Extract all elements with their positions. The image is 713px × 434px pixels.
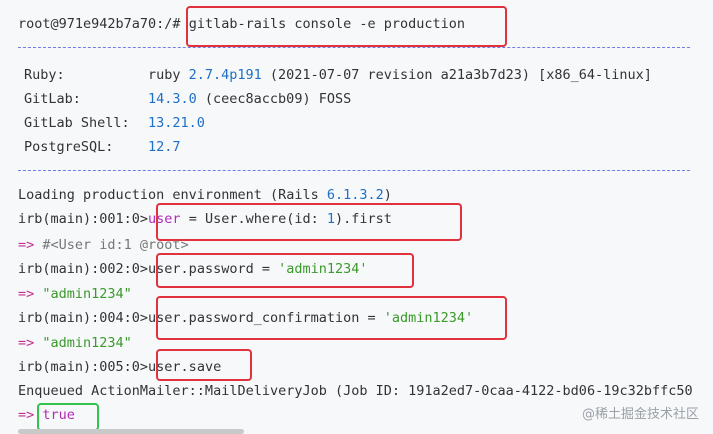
irb-line-2: irb(main):002:0>user.password = 'admin12… bbox=[18, 261, 368, 277]
result-line-1: => #<User id:1 @root> bbox=[18, 237, 189, 253]
irb-prompt: irb(main):005:0> bbox=[18, 359, 149, 375]
watermark: @稀土掘金技术社区 bbox=[581, 407, 699, 422]
info-ruby: Ruby:ruby 2.7.4p191 (2021-07-07 revision… bbox=[24, 67, 652, 83]
command-text: gitlab-rails console -e production bbox=[188, 16, 466, 32]
irb-line-4: irb(main):004:0>user.password_confirmati… bbox=[18, 310, 474, 326]
loading-line: Loading production environment (Rails 6.… bbox=[18, 187, 392, 203]
irb-prompt: irb(main):004:0> bbox=[18, 310, 149, 326]
separator-bottom bbox=[18, 170, 690, 171]
irb-line-5: irb(main):005:0>user.save bbox=[18, 359, 222, 375]
result-true: true bbox=[42, 407, 75, 423]
result-line-4: => "admin1234" bbox=[18, 335, 132, 351]
horizontal-scrollbar[interactable] bbox=[18, 429, 244, 434]
irb-prompt: irb(main):002:0> bbox=[18, 261, 149, 277]
enqueued-line: Enqueued ActionMailer::MailDeliveryJob (… bbox=[18, 383, 693, 399]
irb-line-1: irb(main):001:0>user = User.where(id: 1)… bbox=[18, 211, 392, 227]
info-postgresql: PostgreSQL:12.7 bbox=[24, 139, 181, 155]
command-line: root@971e942b7a70:/# gitlab-rails consol… bbox=[18, 14, 465, 34]
result-line-2: => "admin1234" bbox=[18, 286, 132, 302]
info-gitlab-shell: GitLab Shell:13.21.0 bbox=[24, 115, 205, 131]
result-line-5: => true bbox=[18, 407, 75, 423]
separator-top bbox=[18, 47, 690, 48]
shell-prompt: root@971e942b7a70:/# bbox=[18, 16, 181, 32]
info-gitlab: GitLab:14.3.0 (ceec8accb09) FOSS bbox=[24, 91, 352, 107]
irb-prompt: irb(main):001:0> bbox=[18, 211, 149, 227]
